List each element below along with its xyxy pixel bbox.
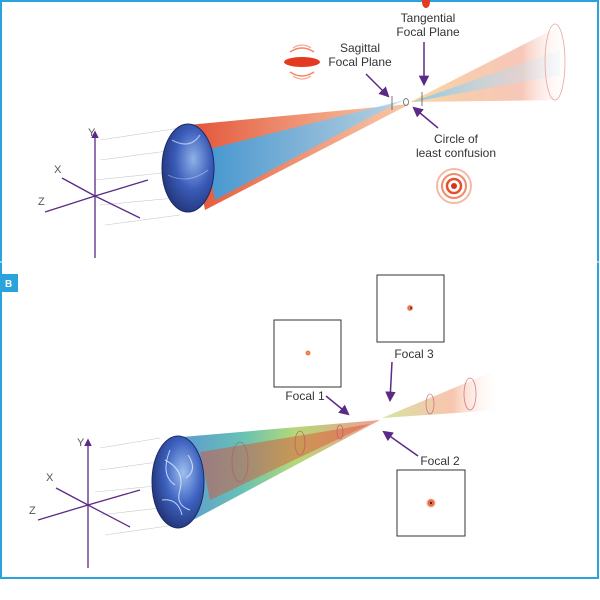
circle-spot-icon	[436, 168, 472, 204]
sagittal-label-2: Focal Plane	[328, 55, 392, 69]
lens-b	[151, 435, 205, 529]
focal-2-spot-box	[396, 469, 466, 537]
focal-2-label: Focal 2	[420, 454, 460, 468]
focal-1-label: Focal 1	[285, 389, 325, 403]
focal-3-spot-box	[376, 274, 445, 343]
blue-ray-fan-a	[205, 100, 405, 200]
rainbow-cone-b	[170, 420, 380, 528]
focal-3-arrow	[385, 361, 396, 403]
diverging-fan-a	[410, 26, 570, 102]
axis-z-label-b: Z	[29, 505, 36, 517]
axis-z-label-a: Z	[38, 196, 45, 208]
lens-a	[161, 123, 215, 213]
lens-a-shine	[171, 134, 201, 145]
panel-b-badge-label: B	[5, 279, 12, 290]
axis-x-label-a: X	[54, 164, 62, 176]
focal-1-arrow	[325, 395, 350, 416]
axes-a	[44, 130, 149, 258]
sagittal-spot-icon	[284, 44, 320, 80]
focal-3-label: Focal 3	[394, 347, 434, 361]
focal-1-spot-box	[273, 319, 342, 388]
axis-x-label-b: X	[46, 472, 54, 484]
axes-b	[37, 438, 141, 568]
tangential-spot-icon	[422, 0, 430, 8]
sagittal-label-1: Sagittal	[340, 41, 380, 55]
tangential-label-1: Tangential	[401, 11, 456, 25]
focal-2-arrow	[382, 430, 419, 457]
circle-arrow	[412, 106, 439, 129]
panel-a: Y X Z Sagittal Focal Plane Tangential Fo…	[38, 0, 570, 258]
axis-y-label-b: Y	[77, 437, 85, 449]
diverging-cone-b	[382, 372, 500, 418]
incident-rays-b	[94, 437, 169, 536]
sagittal-arrow	[365, 73, 390, 98]
cone-rings-b	[231, 424, 344, 483]
panel-b-badge	[0, 274, 18, 292]
circle-label-1: Circle of	[434, 132, 479, 146]
circle-of-least-confusion-mark	[403, 98, 409, 106]
circle-label-2: least confusion	[416, 146, 496, 160]
panel-b: B	[0, 274, 500, 568]
lens-b-swirl	[161, 449, 193, 516]
diverging-blue-fan-a	[412, 50, 560, 102]
tangential-label-2: Focal Plane	[396, 25, 460, 39]
axis-y-label-a: Y	[88, 127, 96, 139]
far-ellipse-a	[544, 23, 566, 101]
